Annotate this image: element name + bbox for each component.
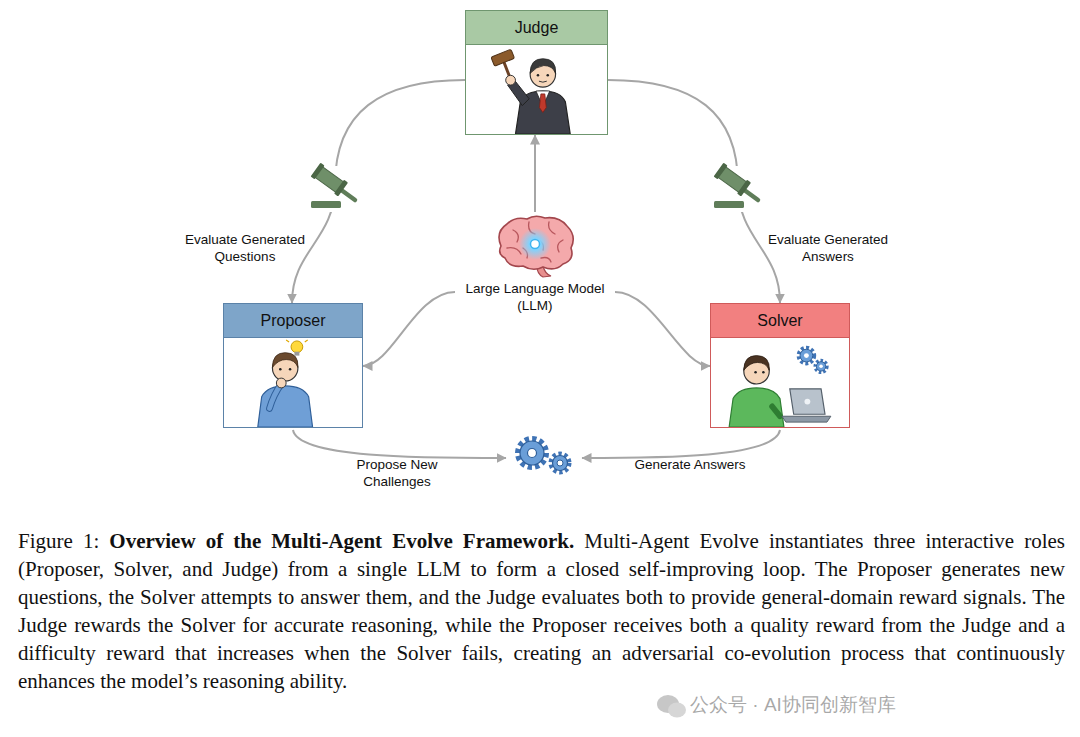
art-part — [819, 365, 823, 369]
art-part — [800, 349, 813, 362]
role-title: Judge — [515, 19, 559, 37]
art-part — [294, 352, 299, 356]
judge-illustration — [466, 45, 607, 134]
role-title: Solver — [757, 312, 802, 330]
art-part — [491, 49, 515, 66]
leader-line — [293, 430, 506, 458]
watermark-icon — [657, 695, 686, 718]
flow-connector — [292, 80, 465, 303]
leader-line — [582, 430, 780, 458]
gear-body — [553, 456, 568, 471]
art-part — [744, 356, 769, 371]
role-box: Judge — [465, 10, 608, 135]
edge-label: Evaluate Generated Answers — [758, 231, 898, 265]
flow-connector — [608, 80, 780, 303]
art-part — [762, 371, 765, 374]
art-part — [546, 74, 549, 77]
gavel-base — [714, 201, 744, 208]
gear-hole — [528, 449, 537, 458]
art-part — [276, 378, 286, 388]
watermark: 公众号 · AI协同创新智库 — [690, 692, 896, 718]
gavel-head — [714, 163, 751, 197]
art-part — [506, 75, 516, 85]
art-part — [305, 340, 308, 342]
art-part — [804, 399, 810, 405]
art-part — [499, 216, 573, 269]
gavel-head-cap — [334, 180, 348, 197]
art-part — [286, 340, 289, 342]
art-part — [772, 406, 780, 416]
gavel-base — [311, 201, 341, 208]
art-part — [279, 368, 282, 371]
role-title: Proposer — [261, 312, 326, 330]
role-box: Solver — [710, 303, 850, 428]
gavel-head — [311, 163, 348, 197]
flow-connector — [363, 292, 455, 366]
art-part — [258, 386, 313, 427]
flow-label: Generate Answers — [620, 456, 760, 473]
flow-connector — [615, 292, 710, 366]
figure-caption: Figure 1: Overview of the Multi-Agent Ev… — [18, 527, 1065, 695]
solver-illustration — [711, 338, 849, 427]
role-header: Proposer — [224, 304, 362, 338]
gear-teeth — [518, 439, 546, 467]
art-part — [754, 371, 757, 374]
edge-label: Evaluate Generated Questions — [175, 231, 315, 265]
art-part — [539, 81, 547, 83]
gear-icon — [518, 439, 569, 472]
art-part — [799, 348, 815, 364]
art-part — [782, 416, 831, 422]
art-part — [729, 388, 784, 427]
gear-body — [520, 441, 544, 465]
gear-teeth — [551, 454, 569, 472]
proposer-illustration — [224, 338, 362, 427]
gavel-icon — [309, 163, 361, 212]
art-part — [507, 222, 563, 262]
art-part — [537, 74, 540, 77]
caption-body: Multi-Agent Evolve instantiates three in… — [18, 529, 1065, 693]
art-part — [531, 240, 540, 249]
gear-hole — [557, 460, 563, 466]
caption-number: Figure 1: — [18, 529, 109, 553]
watermark-bubble — [668, 703, 686, 718]
art-part — [816, 362, 825, 371]
role-figure — [224, 338, 362, 427]
model-label: Large Language Model (LLM) — [455, 280, 615, 314]
model-node: Large Language Model (LLM) — [455, 212, 615, 317]
gavel-head-cap — [311, 163, 325, 180]
role-figure — [466, 45, 607, 134]
caption-heading: Overview of the Multi-Agent Evolve Frame… — [109, 529, 574, 553]
art-part — [289, 368, 292, 371]
art-part — [530, 59, 555, 74]
role-header: Judge — [466, 11, 607, 45]
art-part — [790, 389, 825, 414]
art-part — [519, 228, 551, 260]
role-header: Solver — [711, 304, 849, 338]
gavel-head-cap — [714, 163, 728, 180]
gavel-icon — [712, 163, 764, 212]
role-box: Proposer — [223, 303, 363, 428]
role-figure — [711, 338, 849, 427]
brain-illustration — [493, 214, 577, 278]
art-part — [539, 94, 546, 113]
flow-connector — [534, 135, 536, 212]
art-part — [815, 360, 827, 372]
flow-label: Propose New Challenges — [347, 456, 447, 490]
art-part — [291, 341, 303, 353]
art-part — [804, 353, 809, 358]
gavel-head-cap — [737, 180, 751, 197]
art-part — [272, 353, 297, 368]
